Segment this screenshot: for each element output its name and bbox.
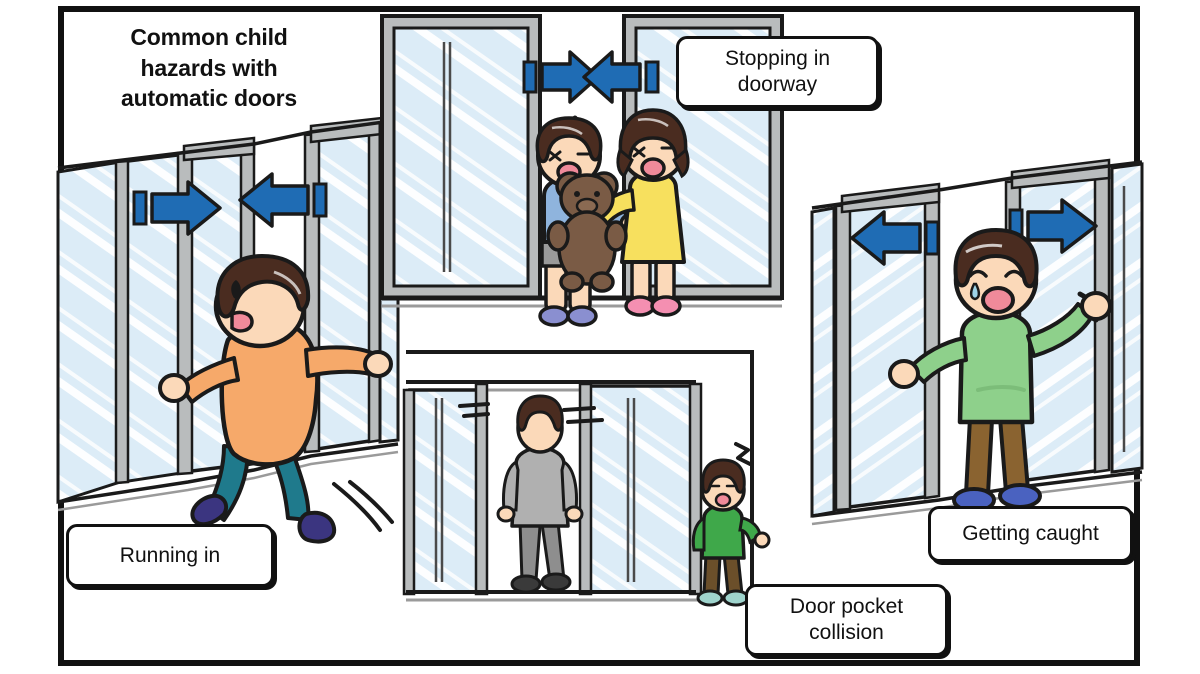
figure-child-caught [888,228,1112,513]
figure-adult-walking [496,394,584,594]
figure-child-running [158,254,393,544]
arrow-left-icon [582,50,660,104]
motion-lines [332,480,394,532]
distress-mark [734,442,752,466]
arrow-right-icon [1008,198,1098,254]
getting-caught-artwork [810,158,1144,526]
scene-running-in [56,110,400,544]
arrow-right-icon [522,50,600,104]
label-door-pocket-collision: Door pocket collision [745,584,948,656]
door-pocket-artwork [402,350,771,607]
figure-child-at-pocket [691,442,771,607]
label-stopping-in-doorway: Stopping in doorway [676,36,879,108]
scene-stopping-in-doorway [372,6,792,327]
scene-door-pocket-collision [396,338,776,618]
label-running-in: Running in [66,524,274,587]
scene-getting-caught [810,146,1144,546]
motion-lines [458,402,604,424]
figure-teddy-bear [546,171,628,293]
label-getting-caught: Getting caught [928,506,1133,562]
running-in-artwork [56,116,400,544]
arrow-right-icon [132,180,222,236]
arrow-left-icon [238,172,328,228]
figure-child-girl [575,108,690,317]
page-title: Common child hazards with automatic door… [121,24,297,112]
arrow-left-icon [850,210,940,266]
stopping-in-doorway-artwork [380,14,784,327]
